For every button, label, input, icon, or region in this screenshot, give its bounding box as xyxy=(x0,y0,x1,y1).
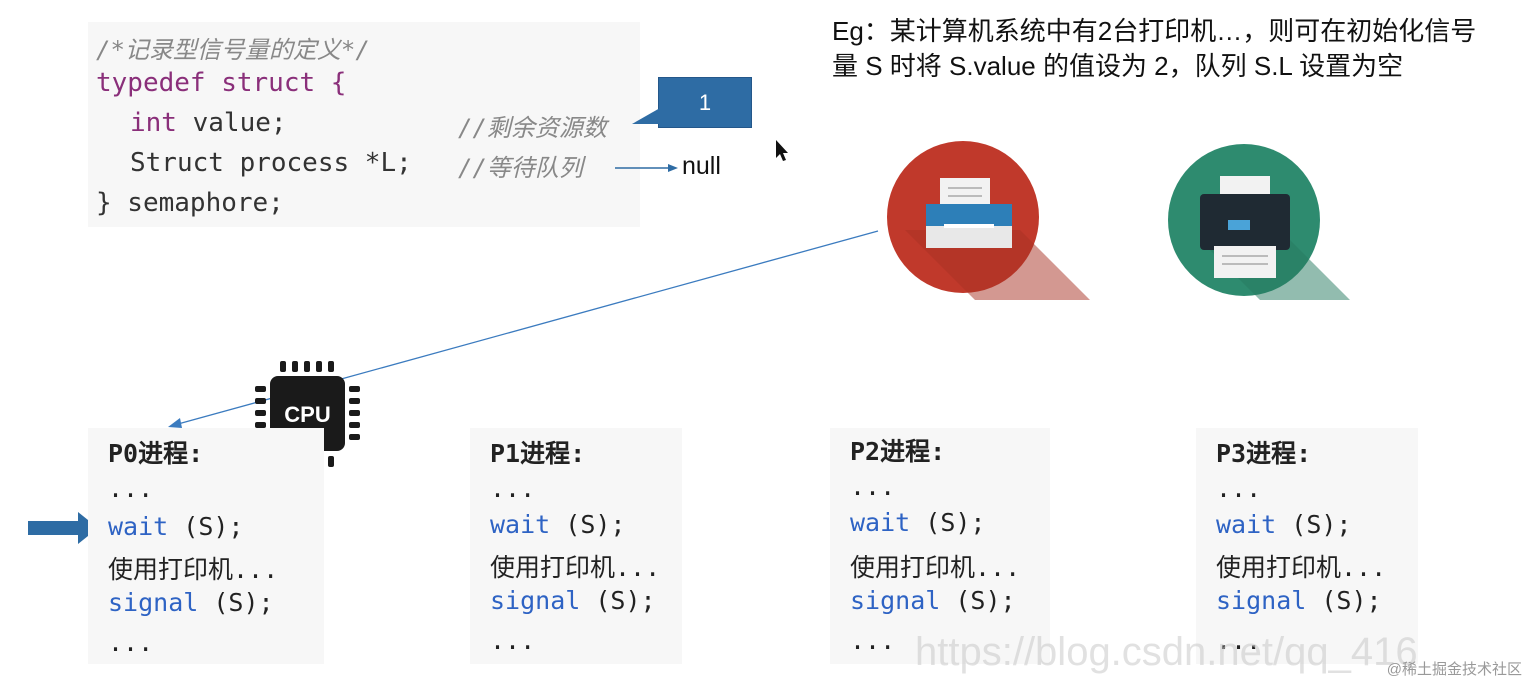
process-use-printer: 使用打印机... xyxy=(850,553,1021,582)
signal-arg: (S); xyxy=(940,586,1016,615)
process-signal-line: signal (S); xyxy=(490,586,656,615)
mouse-cursor-icon xyxy=(776,140,788,161)
credit-label: @稀土掘金技术社区 xyxy=(1386,661,1522,678)
process-signal-line: signal (S); xyxy=(1216,586,1382,615)
null-arrow-head xyxy=(668,164,678,172)
cpu-label: CPU xyxy=(284,402,330,427)
process-title: P3进程: xyxy=(1216,439,1312,468)
signal-keyword: signal xyxy=(490,586,581,615)
code-comment-remaining: //剩余资源数 xyxy=(458,114,607,142)
process-ellipsis-bottom: ... xyxy=(1216,626,1262,655)
printer-red-icon xyxy=(887,141,1090,300)
code-line-typedef: typedef struct { xyxy=(96,68,347,98)
process-wait-line: wait (S); xyxy=(108,512,243,541)
process-wait-line: wait (S); xyxy=(850,508,985,537)
process-wait-line: wait (S); xyxy=(490,510,625,539)
process-signal-line: signal (S); xyxy=(850,586,1016,615)
process-ellipsis-top: ... xyxy=(850,472,896,501)
signal-arg: (S); xyxy=(198,588,274,617)
process-title: P2进程: xyxy=(850,437,946,466)
process-ellipsis-top: ... xyxy=(490,474,536,503)
process-ellipsis-top: ... xyxy=(108,474,154,503)
callout-pointer xyxy=(632,108,660,124)
signal-keyword: signal xyxy=(108,588,199,617)
code-value-decl: value; xyxy=(176,108,287,138)
process-title: P0进程: xyxy=(108,439,204,468)
process-box-p3: P3进程: ... wait (S); 使用打印机... signal (S);… xyxy=(1196,428,1418,664)
current-line-arrow-shaft xyxy=(28,521,80,535)
wait-arg: (S); xyxy=(910,508,986,537)
signal-keyword: signal xyxy=(850,586,941,615)
process-box-p2: P2进程: ... wait (S); 使用打印机... signal (S);… xyxy=(830,428,1050,664)
wait-keyword: wait xyxy=(108,512,169,541)
process-signal-line: signal (S); xyxy=(108,588,274,617)
printer-green-icon xyxy=(1168,144,1350,300)
process-ellipsis-bottom: ... xyxy=(490,626,536,655)
code-comment-title: /*记录型信号量的定义*/ xyxy=(96,36,370,64)
process-ellipsis-bottom: ... xyxy=(850,626,896,655)
wait-keyword: wait xyxy=(490,510,551,539)
process-title: P1进程: xyxy=(490,439,586,468)
wait-arg: (S); xyxy=(550,510,626,539)
code-int-keyword: int xyxy=(130,108,177,138)
process-use-printer: 使用打印机... xyxy=(1216,553,1387,582)
code-line-semaphore: } semaphore; xyxy=(96,188,284,218)
process-wait-line: wait (S); xyxy=(1216,510,1351,539)
wait-keyword: wait xyxy=(1216,510,1277,539)
null-label: null xyxy=(682,152,721,180)
value-callout: 1 xyxy=(658,77,752,128)
example-description: Eg：某计算机系统中有2台打印机…，则可在初始化信号量 S 时将 S.value… xyxy=(832,16,1477,81)
signal-keyword: signal xyxy=(1216,586,1307,615)
process-use-printer: 使用打印机... xyxy=(108,555,279,584)
wait-keyword: wait xyxy=(850,508,911,537)
process-box-p1: P1进程: ... wait (S); 使用打印机... signal (S);… xyxy=(470,428,682,664)
wait-arg: (S); xyxy=(1276,510,1352,539)
process-ellipsis-top: ... xyxy=(1216,474,1262,503)
wait-arg: (S); xyxy=(168,512,244,541)
printer-to-p0-arrowhead xyxy=(168,418,182,428)
watermark-url: https://blog.csdn.net/qq_416 xyxy=(915,630,1418,674)
process-ellipsis-bottom: ... xyxy=(108,628,154,657)
signal-arg: (S); xyxy=(580,586,656,615)
semaphore-code-block: /*记录型信号量的定义*/ typedef struct { int value… xyxy=(88,22,640,227)
process-use-printer: 使用打印机... xyxy=(490,553,661,582)
process-box-p0: P0进程: ... wait (S); 使用打印机... signal (S);… xyxy=(88,428,324,664)
signal-arg: (S); xyxy=(1306,586,1382,615)
code-line-process: Struct process *L; xyxy=(130,148,412,178)
code-line-value: int value; xyxy=(130,108,287,138)
code-comment-queue: //等待队列 xyxy=(458,154,583,182)
